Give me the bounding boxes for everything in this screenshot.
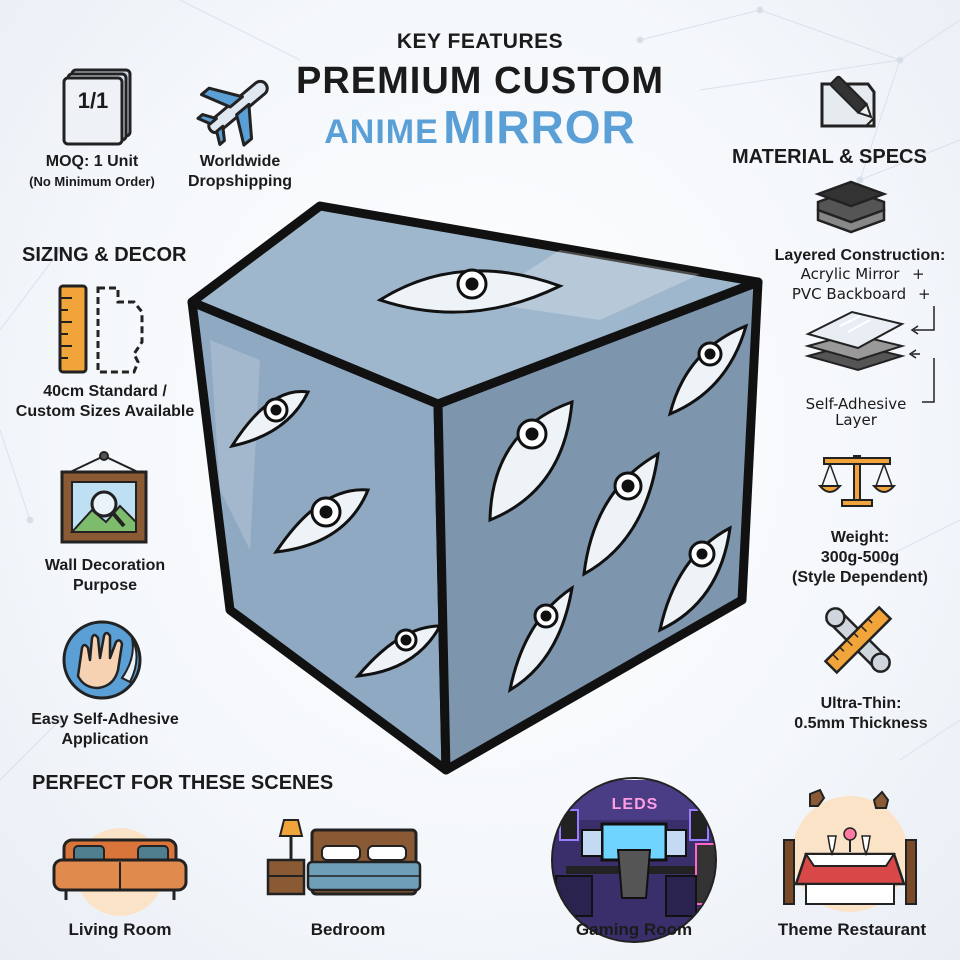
picture-frame-icon <box>60 451 148 544</box>
adhesive-title: Easy Self-Adhesive <box>31 711 179 728</box>
ruler-size-icon <box>58 284 144 374</box>
sofa-icon <box>52 828 188 916</box>
header-subtitle-mirror: MIRROR <box>443 101 636 153</box>
plus-1: + <box>912 265 925 283</box>
anime-mirror-cube-image <box>187 201 763 775</box>
header-subtitle-anime: ANIME <box>324 113 439 151</box>
layer-pvc: PVC Backboard <box>791 285 907 303</box>
moq-stack-icon <box>62 68 132 146</box>
weight-range: 300g-500g <box>820 549 900 566</box>
moq-badge: 1/1 <box>77 88 109 113</box>
scenes-heading: PERFECT FOR THESE SCENES <box>32 772 334 794</box>
plus-2: + <box>918 285 931 303</box>
dropship-subtitle: Dropshipping <box>188 173 292 190</box>
layer-adhesive-2: Layer <box>835 411 877 429</box>
sizing-heading: SIZING & DECOR <box>22 244 187 266</box>
header-subtitle: ANIME MIRROR <box>0 100 960 154</box>
material-heading: MATERIAL & SPECS <box>732 146 927 168</box>
wall-decoration-subtitle: Purpose <box>72 577 137 594</box>
thin-title: Ultra-Thin: <box>820 695 902 712</box>
balance-scale-icon <box>817 455 897 507</box>
adhesive-subtitle: Application <box>61 731 149 748</box>
gaming-leds-sign: LEDS <box>611 796 659 813</box>
airplane-icon <box>196 79 269 147</box>
size-standard: 40cm Standard / <box>43 383 167 400</box>
bed-icon <box>266 819 422 896</box>
moq-title: MOQ: 1 Unit <box>45 153 139 170</box>
size-custom: Custom Sizes Available <box>15 403 195 420</box>
pen-paper-icon <box>820 75 876 128</box>
scene-living-room: Living Room <box>68 920 172 939</box>
thin-value: 0.5mm Thickness <box>794 715 928 732</box>
layer-adhesive: Self-Adhesive <box>805 395 907 413</box>
dining-table-icon <box>783 788 917 912</box>
layer-diagram <box>804 306 935 403</box>
scene-theme-restaurant: Theme Restaurant <box>777 920 927 939</box>
gaming-setup-icon <box>551 777 717 943</box>
scene-gaming-room: Gaming Room <box>575 920 693 939</box>
layer-title: Layered Construction: <box>774 247 946 264</box>
dropship-title: Worldwide <box>199 153 281 170</box>
wall-decoration-title: Wall Decoration <box>44 557 166 574</box>
weight-title: Weight: <box>830 529 890 546</box>
hand-adhesive-icon <box>62 620 142 700</box>
layer-acrylic: Acrylic Mirror <box>800 265 900 283</box>
moq-subtitle: (No Minimum Order) <box>29 174 155 189</box>
header-title: PREMIUM CUSTOM <box>296 60 664 102</box>
weight-note: (Style Dependent) <box>791 569 928 586</box>
scene-bedroom: Bedroom <box>310 920 386 939</box>
layers-stack-icon <box>814 180 888 234</box>
ruler-wrench-icon <box>823 605 893 675</box>
header-eyebrow: KEY FEATURES <box>396 30 564 53</box>
